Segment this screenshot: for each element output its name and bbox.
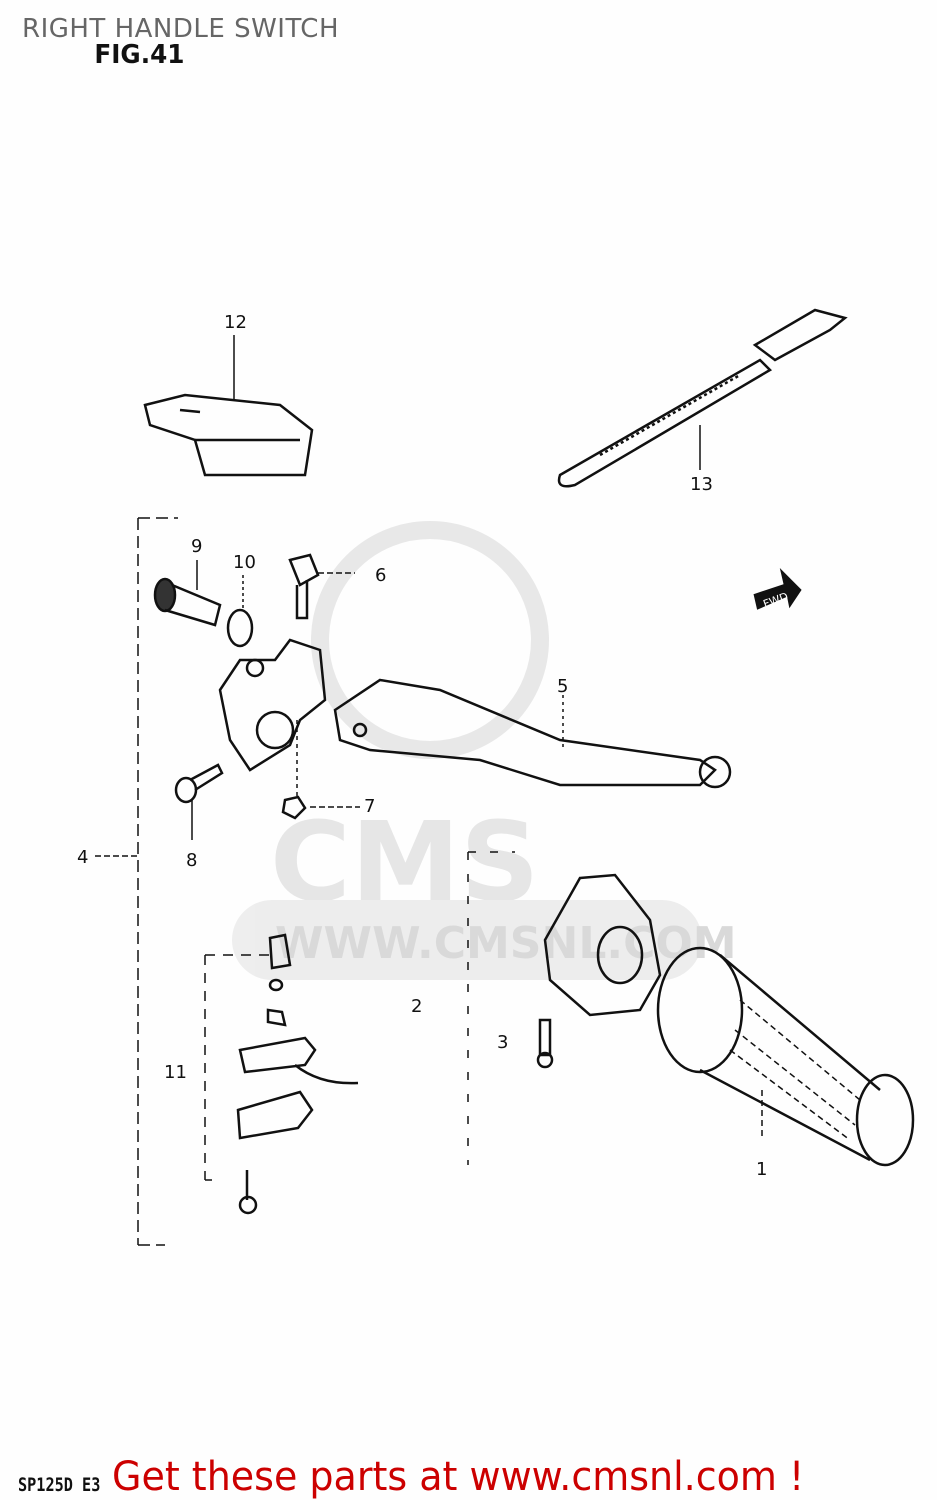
model-code: SP125D E3	[18, 1474, 101, 1496]
callout-12: 12	[224, 312, 247, 333]
part-10-lock-nut[interactable]	[226, 608, 254, 648]
promo-link[interactable]: Get these parts at www.cmsnl.com !	[112, 1454, 805, 1500]
part-9-adjuster-bolt[interactable]	[153, 577, 222, 627]
fwd-arrow-icon	[753, 568, 802, 610]
callout-3: 3	[497, 1032, 508, 1053]
part-2-throttle-housing[interactable]	[543, 873, 662, 1017]
part-1-grip[interactable]	[656, 946, 915, 1167]
part-11-switch-assembly[interactable]	[236, 933, 359, 1215]
callout-5: 5	[557, 676, 568, 697]
callout-1: 1	[756, 1159, 767, 1180]
callout-11: 11	[164, 1062, 187, 1083]
part-8-screw[interactable]	[174, 763, 224, 804]
part-12-switch-housing[interactable]	[143, 393, 314, 477]
leader-lines	[95, 335, 763, 1246]
callout-9: 9	[191, 536, 202, 557]
watermark: CMS WWW.CMSNL.COM	[232, 521, 737, 980]
part-13-cable-tie[interactable]	[557, 308, 848, 488]
callout-13: 13	[690, 474, 713, 495]
part-4-lever-holder[interactable]	[218, 638, 327, 772]
callout-labels: 12 13 9 10 6 5 4 7 8 11 2 3 1 FWD	[77, 312, 790, 1180]
part-7-nut[interactable]	[281, 795, 307, 820]
part-6-pivot-bolt[interactable]	[288, 553, 320, 620]
callout-8: 8	[186, 850, 197, 871]
callout-10: 10	[233, 552, 256, 573]
callout-4: 4	[77, 847, 88, 868]
watermark-url: WWW.CMSNL.COM	[275, 918, 737, 969]
part-5-lever[interactable]	[333, 678, 732, 789]
callout-6: 6	[375, 565, 386, 586]
part-3-screw[interactable]	[536, 1018, 554, 1069]
callout-7: 7	[364, 796, 375, 817]
figure-number: FIG.41	[94, 40, 185, 70]
callout-2: 2	[411, 996, 422, 1017]
page-title: RIGHT HANDLE SWITCH	[22, 14, 340, 44]
